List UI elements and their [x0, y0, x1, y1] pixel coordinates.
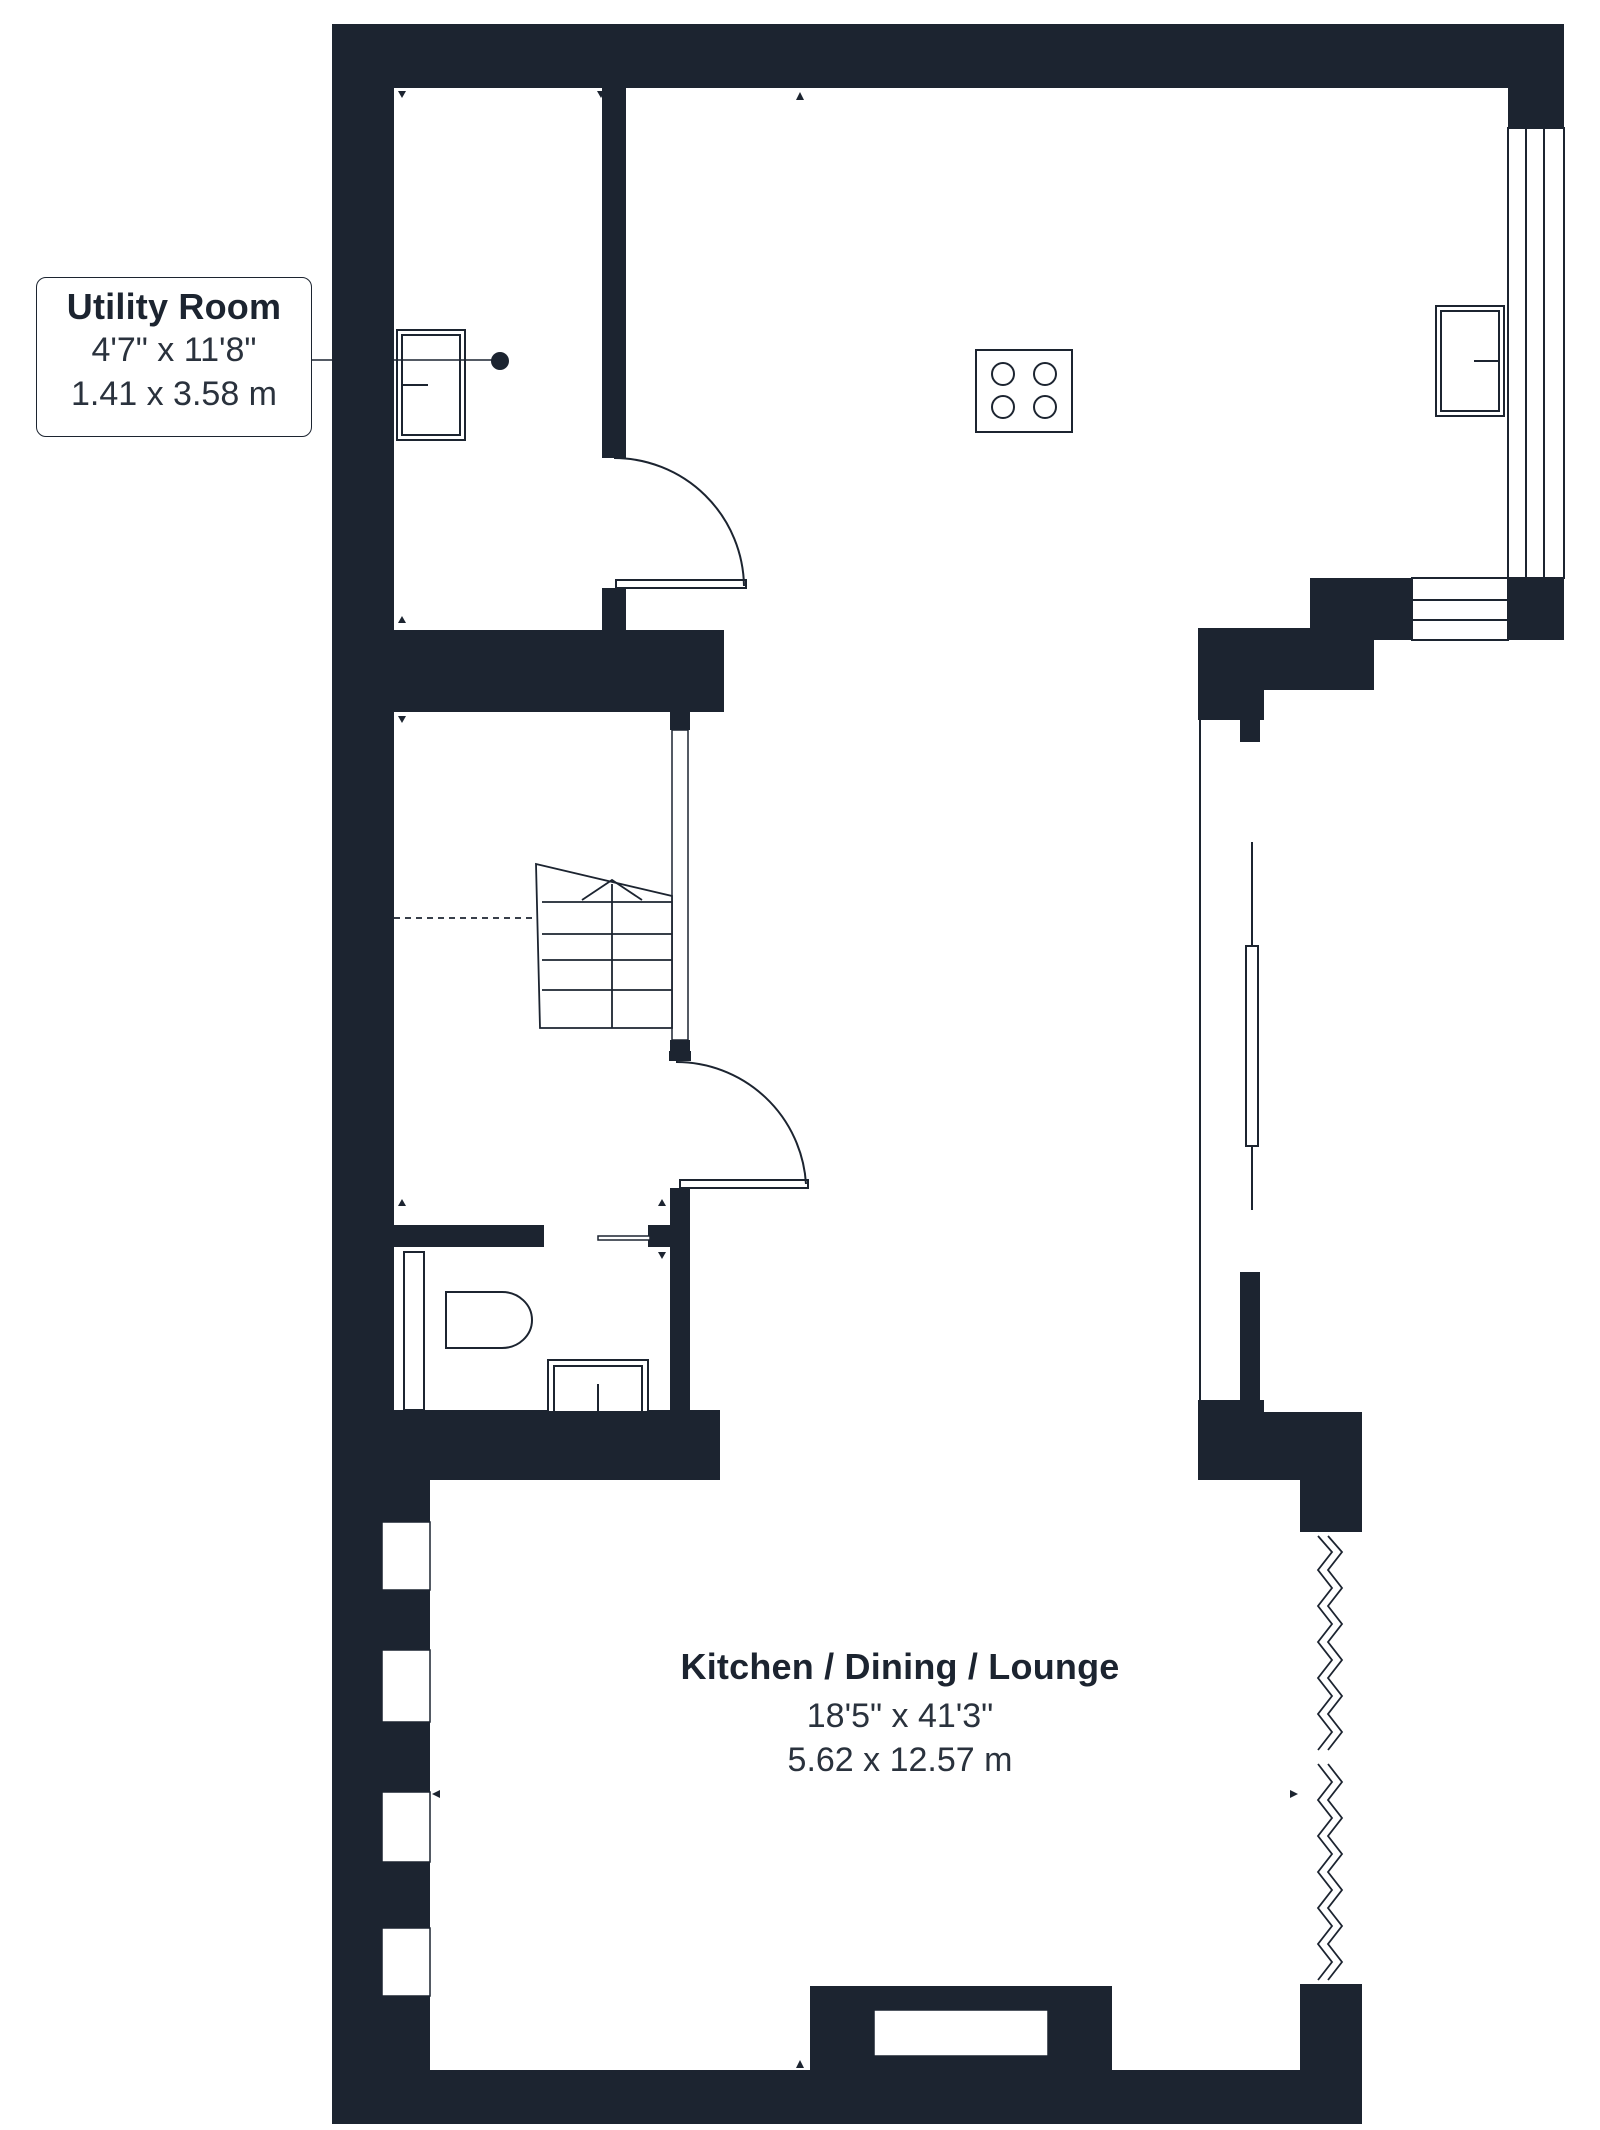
room-title: Kitchen / Dining / Lounge	[680, 1646, 1120, 1687]
sink-icon	[396, 329, 466, 441]
window-icon	[873, 2009, 1049, 2057]
basin-icon	[547, 1359, 649, 1413]
door-swing-icon	[613, 457, 747, 589]
room-imperial-dimensions: 4'7" x 11'8"	[91, 331, 257, 369]
walls	[332, 24, 1564, 2124]
sliding-door-icon	[1199, 720, 1259, 1400]
left-windows	[381, 1521, 431, 1997]
room-title: Utility Room	[66, 286, 282, 327]
utility-room-label: Utility Room 4'7" x 11'8" 1.41 x 3.58 m	[36, 277, 312, 437]
room-imperial-dimensions: 18'5" x 41'3"	[806, 1697, 994, 1735]
room-metric-dimensions: 5.62 x 12.57 m	[787, 1741, 1013, 1779]
bifold-door-icon	[1316, 1535, 1344, 1981]
hob-icon	[975, 349, 1073, 433]
room-metric-dimensions: 1.41 x 3.58 m	[70, 375, 277, 413]
kitchen-dining-lounge-label: Kitchen / Dining / Lounge 18'5" x 41'3" …	[640, 1646, 1160, 1782]
door-swing-icon	[597, 1235, 651, 1241]
utility-leader	[312, 352, 509, 370]
sink-icon	[1435, 305, 1505, 417]
toilet-icon	[403, 1251, 533, 1411]
door-swing-icon	[669, 1051, 809, 1189]
window-icon	[1411, 577, 1509, 641]
stairs-icon	[394, 862, 673, 1029]
hall-partition	[671, 729, 689, 1041]
window-icon	[1507, 127, 1565, 579]
dimension-markers	[398, 91, 1298, 2068]
